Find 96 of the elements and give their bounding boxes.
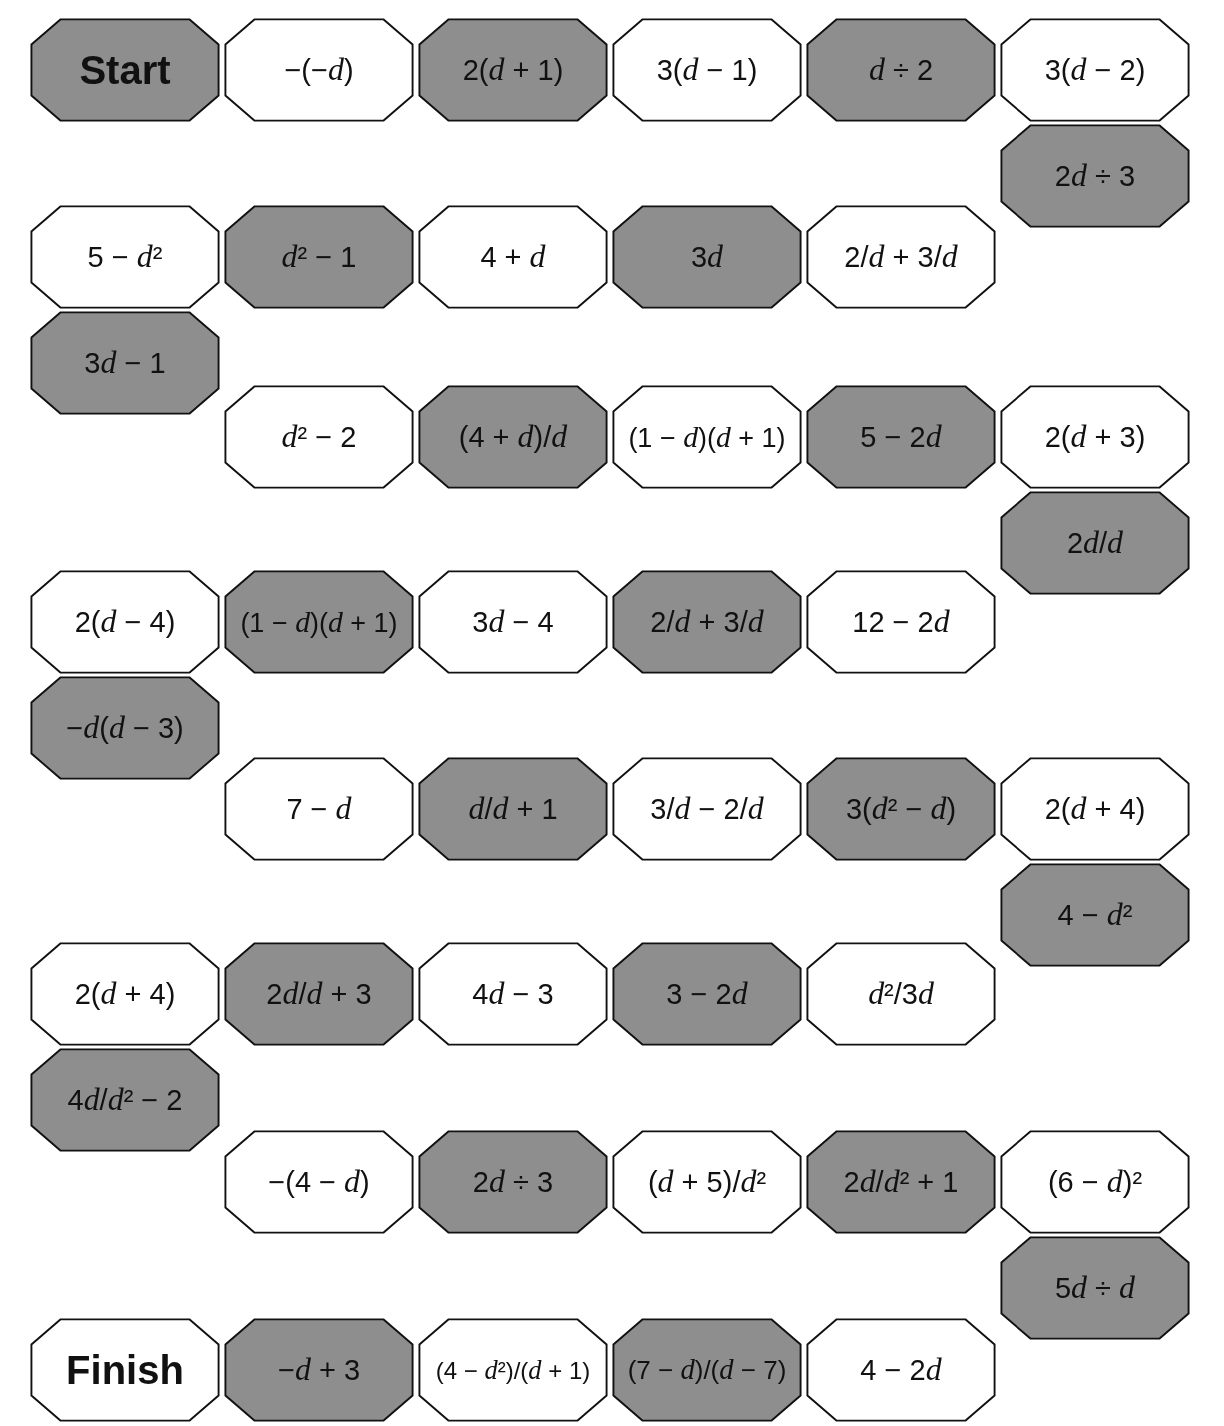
octagon-tile <box>418 570 608 674</box>
octagon-tile <box>224 1318 414 1422</box>
expression-text: (1 − d)(d + 1) <box>240 605 398 639</box>
expression-text: 2(d + 3) <box>1044 419 1146 455</box>
expression-text: 4d/d² − 2 <box>67 1082 183 1118</box>
expression-text: (d + 5)/d² <box>647 1164 767 1200</box>
octagon-tile <box>1000 385 1190 489</box>
expression-text: −(−d) <box>284 52 354 88</box>
octagon-tile <box>806 1130 996 1234</box>
expression-text: 2d ÷ 3 <box>1054 158 1136 194</box>
expression-text: 2d ÷ 3 <box>472 1164 554 1200</box>
octagon-tile <box>224 570 414 674</box>
expression-text: 3/d − 2/d <box>650 791 764 827</box>
octagon-tile <box>418 18 608 122</box>
octagon-tile <box>612 942 802 1046</box>
octagon-tile <box>806 205 996 309</box>
octagon-tile <box>418 385 608 489</box>
expression-text: 2/d + 3/d <box>650 604 764 640</box>
octagon-tile <box>30 1318 220 1422</box>
expression-text: d² − 2 <box>281 419 357 455</box>
expression-text: d²/3d <box>868 976 934 1012</box>
octagon-tile <box>1000 18 1190 122</box>
expression-text: (4 − d²)/(d + 1) <box>435 1354 591 1386</box>
octagon-tile <box>30 1048 220 1152</box>
expression-text: 5 − 2d <box>860 419 942 455</box>
expression-text: −(4 − d) <box>268 1164 370 1200</box>
octagon-tile <box>224 757 414 861</box>
expression-text: −d(d − 3) <box>66 710 184 746</box>
octagon-tile <box>612 757 802 861</box>
expression-text: 2d/d + 3 <box>266 976 372 1012</box>
expression-text: 2(d + 1) <box>462 52 564 88</box>
octagon-tile <box>612 18 802 122</box>
octagon-tile <box>418 942 608 1046</box>
octagon-tile <box>806 757 996 861</box>
octagon-tile <box>30 311 220 415</box>
expression-text: 4 − 2d <box>860 1352 942 1388</box>
octagon-tile <box>224 385 414 489</box>
octagon-tile <box>806 18 996 122</box>
octagon-tile <box>30 570 220 674</box>
octagon-tile <box>806 570 996 674</box>
expression-text: 2(d − 4) <box>74 604 176 640</box>
expression-text: 3d − 4 <box>472 604 554 640</box>
expression-text: 3(d − 1) <box>656 52 758 88</box>
octagon-tile <box>806 942 996 1046</box>
octagon-tile <box>612 570 802 674</box>
expression-text: d ÷ 2 <box>868 52 934 88</box>
octagon-tile <box>1000 863 1190 967</box>
expression-text: (4 + d)/d <box>458 419 568 455</box>
octagon-tile <box>1000 124 1190 228</box>
octagon-tile <box>612 1318 802 1422</box>
expression-text: 5d ÷ d <box>1054 1270 1136 1306</box>
octagon-tile <box>612 385 802 489</box>
expression-text: (7 − d)/(d − 7) <box>627 1354 787 1386</box>
octagon-tile <box>224 18 414 122</box>
expression-text: (6 − d)² <box>1047 1164 1143 1200</box>
octagon-tile <box>612 205 802 309</box>
expression-text: 3 − 2d <box>666 976 748 1012</box>
octagon-tile <box>30 942 220 1046</box>
expression-text: 2d/d² + 1 <box>843 1164 959 1200</box>
expression-text: 3(d² − d) <box>845 791 957 827</box>
expression-text: 4d − 3 <box>472 976 554 1012</box>
expression-text: 2d/d <box>1066 525 1124 561</box>
expression-text: 4 + d <box>480 239 546 275</box>
tile-label: Start <box>79 47 171 93</box>
expression-text: 3d − 1 <box>84 345 166 381</box>
tile-label: Finish <box>66 1347 184 1393</box>
expression-text: 2/d + 3/d <box>844 239 958 275</box>
expression-text: 2(d + 4) <box>1044 791 1146 827</box>
octagon-tile <box>418 1130 608 1234</box>
octagon-tile <box>1000 757 1190 861</box>
expression-text: −d + 3 <box>277 1352 361 1388</box>
octagon-tile <box>224 942 414 1046</box>
octagon-tile <box>224 1130 414 1234</box>
octagon-tile <box>418 1318 608 1422</box>
expression-text: 3(d − 2) <box>1044 52 1146 88</box>
expression-text: 7 − d <box>286 791 352 827</box>
octagon-tile <box>30 205 220 309</box>
expression-text: d/d + 1 <box>468 791 558 827</box>
expression-text: 4 − d² <box>1057 897 1133 933</box>
octagon-tile <box>1000 1130 1190 1234</box>
octagon-tile <box>806 1318 996 1422</box>
expression-text: 12 − 2d <box>852 604 950 640</box>
expression-text: 3d <box>690 239 724 275</box>
expression-text: 2(d + 4) <box>74 976 176 1012</box>
expression-text: d² − 1 <box>281 239 357 275</box>
octagon-tile <box>1000 491 1190 595</box>
octagon-tile <box>30 676 220 780</box>
octagon-tile <box>30 18 220 122</box>
octagon-tile <box>418 205 608 309</box>
octagon-tile <box>612 1130 802 1234</box>
expression-text: 5 − d² <box>87 239 163 275</box>
expression-text: (1 − d)(d + 1) <box>628 420 786 454</box>
octagon-tile <box>1000 1236 1190 1340</box>
octagon-tile <box>224 205 414 309</box>
octagon-tile <box>418 757 608 861</box>
octagon-tile <box>806 385 996 489</box>
